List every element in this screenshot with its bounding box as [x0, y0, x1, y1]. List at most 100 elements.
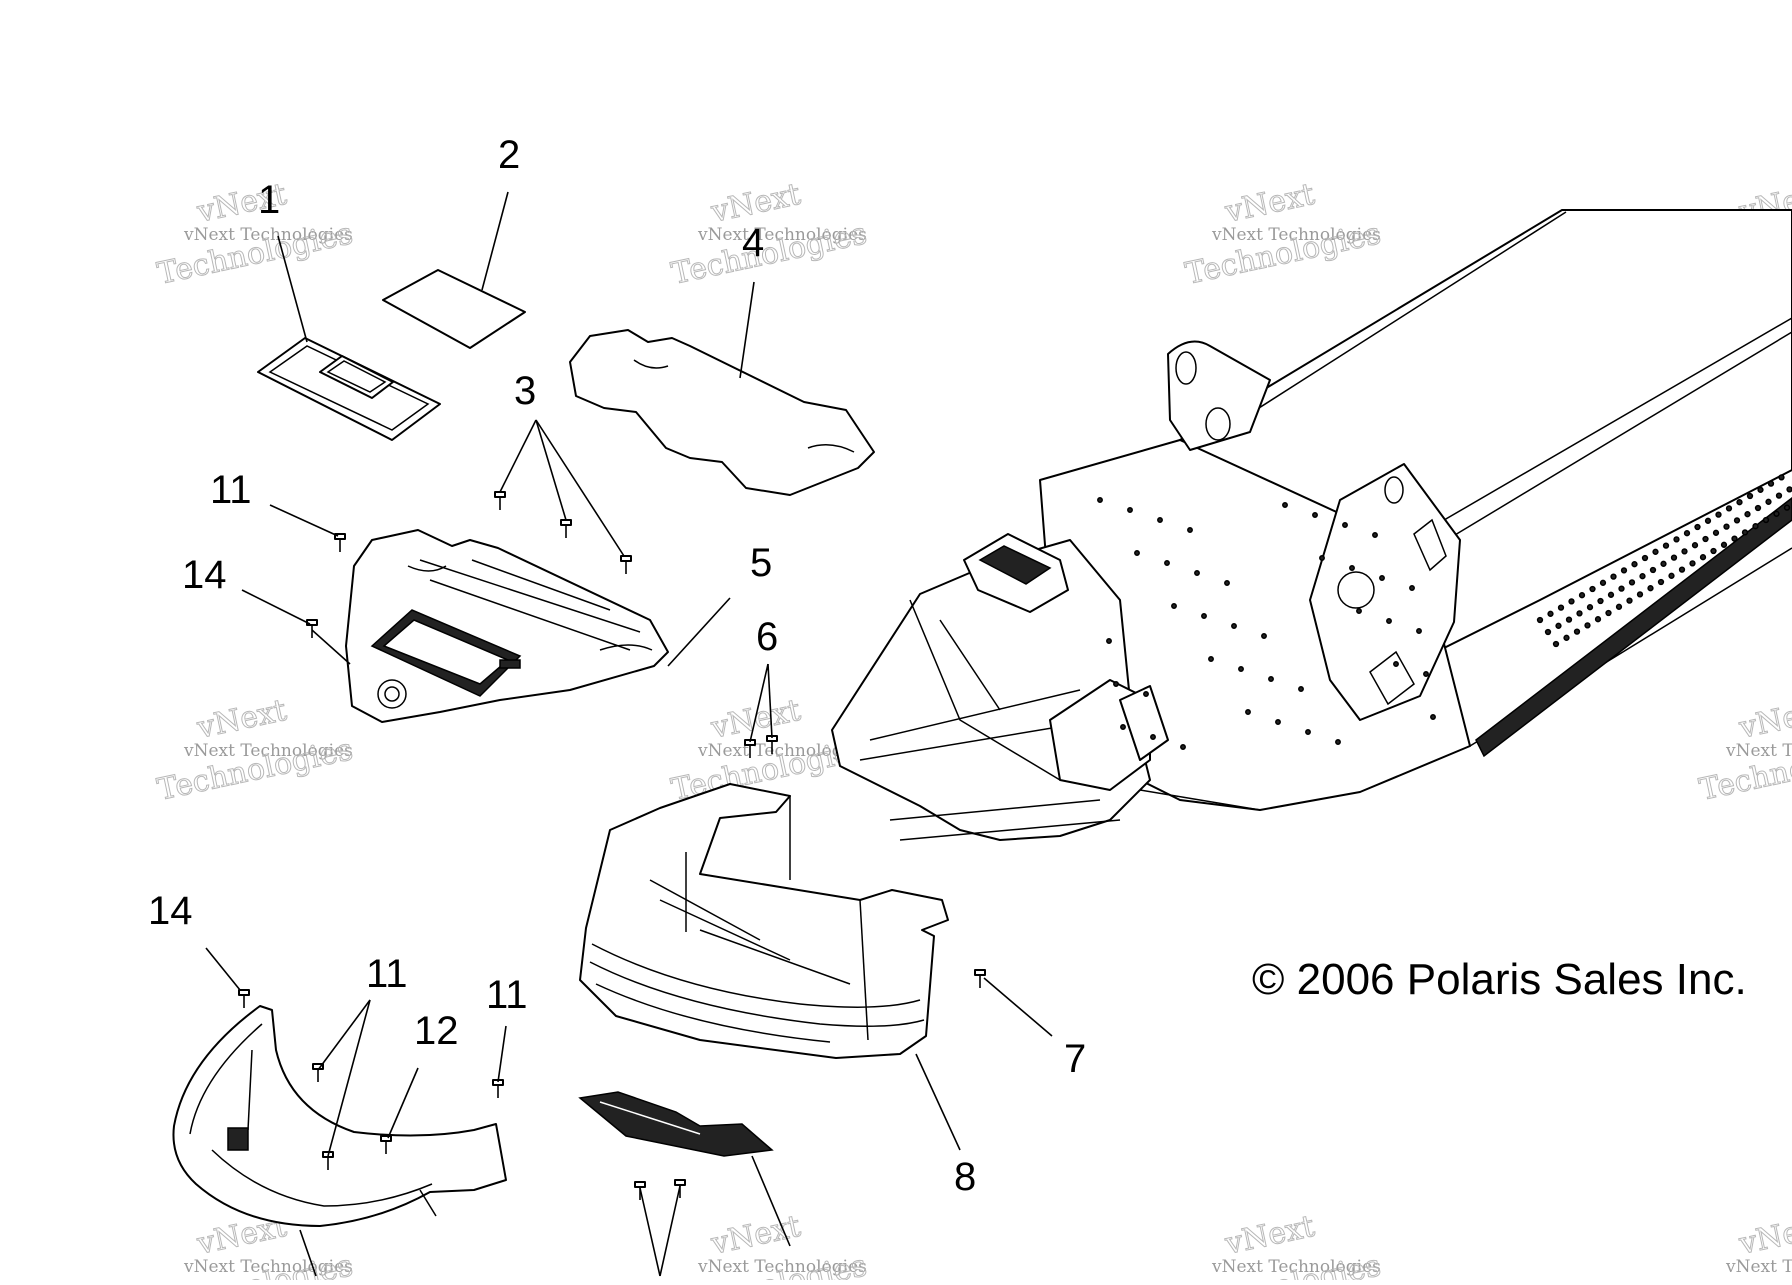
frame-hole: [1694, 523, 1701, 531]
frame-hole: [1552, 640, 1560, 648]
watermark-vnext-outline: vNext: [1221, 177, 1317, 230]
watermark-vnext-outline: vNext: [707, 1209, 803, 1262]
frame-hole: [1305, 729, 1311, 735]
frame-hole: [1393, 661, 1399, 667]
frame-hole: [1555, 622, 1562, 629]
callout-6: 6: [756, 615, 778, 659]
frame-hole: [1298, 686, 1304, 692]
frame-hole: [1536, 616, 1544, 624]
frame-hole: [1547, 610, 1554, 617]
fasteners: [238, 491, 986, 1200]
part-5-belly-pan: [345, 529, 669, 723]
frame-hole: [1725, 505, 1733, 512]
frame-hole: [1127, 507, 1133, 513]
frame-hole: [1268, 676, 1274, 682]
frame-hole: [1631, 561, 1638, 568]
frame-hole: [1565, 616, 1573, 623]
frame-hole: [1312, 512, 1318, 518]
frame-hole: [1319, 555, 1325, 561]
frame-hole: [1652, 548, 1659, 555]
frame-hole: [1736, 499, 1743, 506]
frame-hole: [1409, 585, 1415, 591]
bolt: [560, 519, 572, 538]
frame-hole: [1584, 622, 1591, 629]
frame-hole: [1778, 474, 1785, 481]
frame-hole: [1702, 535, 1709, 543]
frame-hole: [1282, 502, 1288, 508]
frame-hole: [1164, 560, 1170, 566]
frame-hole: [1208, 656, 1214, 662]
frame-hole: [1715, 511, 1722, 518]
callout-8: 8: [954, 1155, 976, 1199]
frame-hole: [1649, 566, 1657, 574]
frame-hole: [1120, 724, 1126, 730]
watermark-vnext-outline: vNext: [1735, 1209, 1792, 1262]
frame-hole: [1683, 530, 1691, 537]
frame-hole: [1767, 480, 1775, 487]
frame-hole: [1563, 634, 1570, 641]
frame-hole: [1430, 714, 1436, 720]
frame-hole: [1678, 566, 1686, 573]
frame-hole: [1720, 541, 1728, 548]
watermark-vnext-outline: vNext: [193, 693, 289, 746]
callout-4: 4: [742, 221, 764, 265]
frame-hole: [1201, 613, 1207, 619]
callout-5: 5: [750, 541, 772, 585]
frame-hole: [1544, 628, 1552, 636]
frame-hole: [1773, 510, 1780, 517]
part-4-insulation-pad: [569, 329, 875, 496]
frame-hole: [1618, 585, 1625, 592]
frame-hole: [1171, 603, 1177, 609]
frame-hole: [1636, 591, 1644, 598]
frame-hole: [1662, 542, 1670, 549]
frame-hole: [1143, 691, 1149, 697]
frame-hole: [1647, 585, 1654, 592]
frame-hole: [1231, 623, 1237, 629]
watermark-small-text: vNext Technologies: [697, 741, 867, 761]
frame-hole: [1723, 523, 1730, 530]
frame-hole: [1379, 575, 1385, 581]
frame-hole: [1775, 492, 1783, 499]
frame-hole: [1157, 517, 1163, 523]
copyright-notice: © 2006 Polaris Sales Inc.: [1252, 955, 1747, 1004]
frame-hole: [1349, 565, 1355, 571]
frame-hole: [1746, 492, 1754, 500]
callout-11-top: 11: [210, 468, 252, 512]
frame-hole: [1261, 633, 1267, 639]
frame-hole: [1605, 609, 1612, 617]
frame-hole: [1335, 739, 1341, 745]
bolt: [380, 1135, 392, 1154]
watermark-small-text: vNext Technologies: [697, 1257, 867, 1277]
frame-hole: [1245, 709, 1251, 715]
frame-hole: [1741, 529, 1749, 536]
callout-1: 1: [258, 178, 280, 222]
watermark-vnext-outline: vNext: [1735, 693, 1792, 746]
frame-hole: [1639, 573, 1646, 580]
frame-hole: [1589, 585, 1596, 593]
watermark-small-text: vNext Technologies: [1725, 741, 1792, 761]
frame-hole: [1423, 671, 1429, 677]
frame-hole: [1578, 592, 1586, 599]
frame-hole: [1657, 578, 1665, 586]
leader-lines: [205, 191, 1053, 1277]
watermark-small-text: vNext Technologies: [1725, 1257, 1792, 1277]
bolt: [312, 1063, 324, 1082]
watermark-small-text: vNext Technologies: [1211, 1257, 1381, 1277]
frame-hole: [1744, 511, 1751, 518]
frame-hole: [1106, 638, 1112, 644]
frame-hole: [1607, 591, 1615, 598]
frame-hole: [1573, 628, 1581, 635]
callout-14-bumper: 14: [148, 889, 193, 933]
part-9-skid-plate: [578, 1091, 774, 1157]
callout-labels: 1 2 3 4 5 6 7 8 11 11 11 12 14 14: [148, 133, 1086, 1199]
frame-hole: [1599, 579, 1607, 586]
frame-hole: [1097, 497, 1103, 503]
